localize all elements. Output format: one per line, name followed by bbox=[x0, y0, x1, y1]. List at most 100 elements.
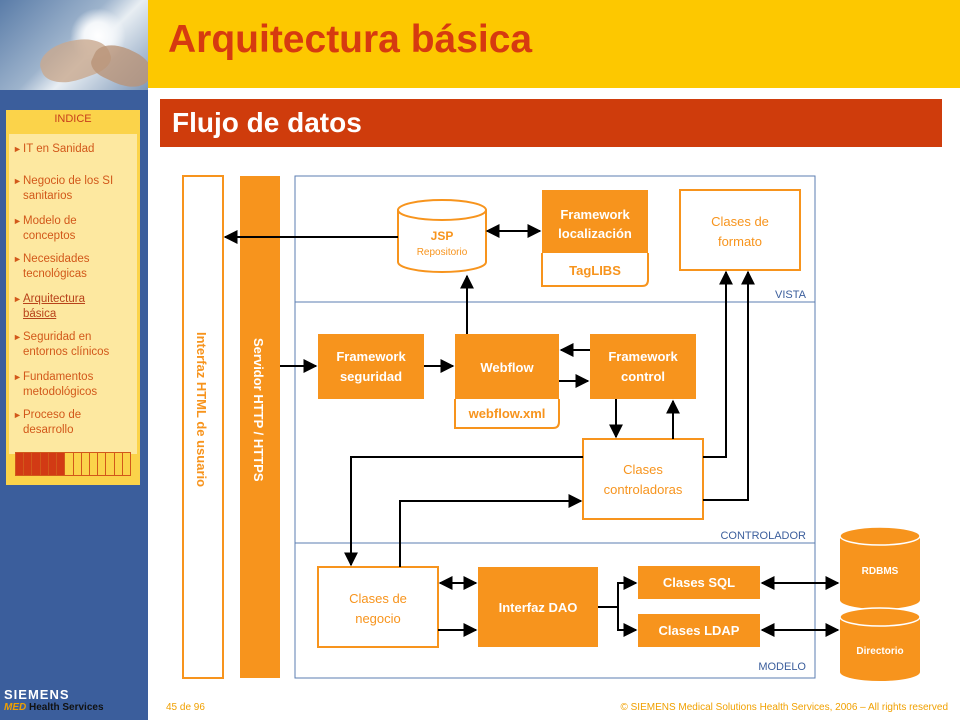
clases-negocio: Clases de negocio bbox=[317, 566, 439, 648]
index-item-line: básica bbox=[13, 307, 137, 322]
layer-label-vista: VISTA bbox=[775, 289, 807, 301]
ui-column bbox=[182, 175, 224, 679]
index-item-text: Arquitectura bbox=[23, 293, 86, 305]
index-item-text: Fundamentos bbox=[23, 371, 94, 383]
index-item-text: metodológicos bbox=[23, 386, 98, 398]
fw-control-line1: Framework bbox=[608, 349, 678, 364]
clases-negocio-line2: negocio bbox=[355, 611, 401, 626]
index-item-line: desarrollo bbox=[13, 423, 137, 438]
clases-ldap-label: Clases LDAP bbox=[659, 623, 740, 638]
logo-med: MED bbox=[4, 702, 27, 713]
clases-formato-line1: Clases de bbox=[711, 214, 769, 229]
fw-localizacion-line2: localización bbox=[558, 226, 632, 241]
arrow-controladoras-to-negocio bbox=[344, 456, 583, 567]
interfaz-dao: Interfaz DAO bbox=[478, 567, 598, 647]
clases-formato: Clases de formato bbox=[679, 189, 801, 271]
taglibs-label: TagLIBS bbox=[569, 263, 621, 278]
siemens-logo: SIEMENS MED Health Services bbox=[4, 688, 146, 716]
page-title: Arquitectura básica bbox=[168, 18, 533, 61]
index-item-text: Necesidades bbox=[23, 253, 90, 265]
clases-controladoras: Clases controladoras bbox=[582, 438, 704, 520]
webflow-file: webflow.xml bbox=[468, 406, 546, 421]
fw-seguridad-line2: seguridad bbox=[340, 369, 402, 384]
arrow-dao-to-sql bbox=[598, 576, 638, 608]
index-item-text: conceptos bbox=[23, 230, 76, 242]
progress-bar bbox=[15, 452, 131, 476]
subtitle-bar: Flujo de datos bbox=[160, 99, 942, 147]
webflow: Webflow webflow.xml bbox=[454, 334, 560, 429]
triangle-right-icon: ► bbox=[13, 216, 22, 226]
index-item-line: ►Fundamentos bbox=[13, 370, 137, 385]
interfaz-dao-label: Interfaz DAO bbox=[499, 600, 578, 615]
index-item-line: entornos clínicos bbox=[13, 345, 137, 360]
index-item-line: ►Modelo de bbox=[13, 214, 137, 229]
index-item-line: sanitarios bbox=[13, 189, 137, 204]
progress-segment bbox=[106, 453, 115, 475]
progress-segment bbox=[57, 453, 66, 475]
directorio-label: Directorio bbox=[856, 646, 903, 657]
arrow-negocio-to-controladoras bbox=[399, 494, 583, 567]
triangle-right-icon: ► bbox=[13, 144, 22, 154]
index-item[interactable]: ►IT en Sanidad bbox=[13, 142, 137, 157]
framework-seguridad: Framework seguridad bbox=[318, 334, 424, 399]
layers-frame bbox=[294, 175, 816, 679]
layer-label-controlador: CONTROLADOR bbox=[720, 530, 806, 542]
triangle-right-icon: ► bbox=[13, 372, 22, 382]
index-item-text: Negocio de los SI bbox=[23, 175, 114, 187]
logo-health-services: Health Services bbox=[29, 702, 104, 713]
connectors bbox=[223, 224, 840, 637]
progress-segment bbox=[65, 453, 74, 475]
index-item-text: Seguridad en bbox=[23, 331, 92, 343]
progress-segment bbox=[32, 453, 41, 475]
clases-negocio-line1: Clases de bbox=[349, 591, 407, 606]
clases-sql-label: Clases SQL bbox=[663, 575, 735, 590]
directorio-cylinder: Directorio bbox=[839, 607, 921, 681]
progress-segment bbox=[48, 453, 58, 475]
index-item-text: básica bbox=[23, 308, 57, 320]
arrow-controladoras-to-formato-a bbox=[703, 270, 733, 458]
index-item-line: conceptos bbox=[13, 229, 137, 244]
index-item-line: ►Negocio de los SI bbox=[13, 174, 137, 189]
framework-localizacion: Framework localización TagLIBS bbox=[541, 190, 649, 287]
logo-brand: SIEMENS bbox=[4, 687, 70, 702]
progress-segment bbox=[74, 453, 82, 475]
index-item-line: ►Necesidades bbox=[13, 252, 137, 267]
framework-control: Framework control bbox=[590, 334, 696, 399]
fw-localizacion-line1: Framework bbox=[560, 207, 630, 222]
index-title: INDICE bbox=[54, 113, 92, 125]
triangle-right-icon: ► bbox=[13, 294, 22, 304]
progress-segment bbox=[98, 453, 107, 475]
progress-segment bbox=[90, 453, 99, 475]
index-item-text: Modelo de bbox=[23, 215, 77, 227]
fw-seguridad-line1: Framework bbox=[336, 349, 406, 364]
rdbms-cylinder: RDBMS bbox=[839, 526, 921, 609]
index-item-text: desarrollo bbox=[23, 424, 74, 436]
progress-segment bbox=[40, 453, 49, 475]
index-item-line: ►Arquitectura bbox=[13, 292, 137, 307]
copyright: © SIEMENS Medical Solutions Health Servi… bbox=[620, 702, 948, 713]
fw-control-line2: control bbox=[621, 369, 665, 384]
index-item-text: Proceso de bbox=[23, 409, 82, 421]
layer-label-modelo: MODELO bbox=[758, 661, 806, 673]
webflow-title: Webflow bbox=[480, 360, 534, 375]
index-item-text: tecnológicas bbox=[23, 268, 87, 280]
progress-segment bbox=[24, 453, 33, 475]
progress-segment bbox=[82, 453, 90, 475]
clases-controladoras-line2: controladoras bbox=[604, 482, 683, 497]
index-item-line: tecnológicas bbox=[13, 267, 137, 282]
clases-sql: Clases SQL bbox=[638, 566, 760, 599]
header-bar: Arquitectura básica bbox=[148, 0, 960, 88]
rdbms-label: RDBMS bbox=[862, 566, 899, 577]
header-photo bbox=[0, 0, 148, 90]
